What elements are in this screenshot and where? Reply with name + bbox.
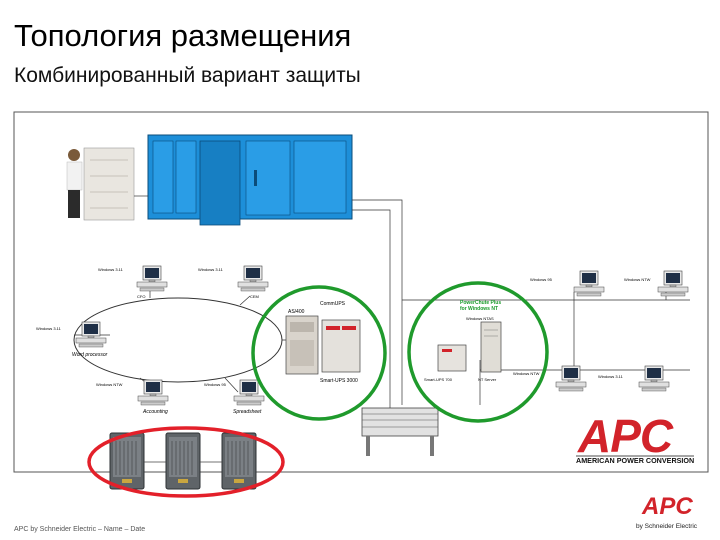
nt-server <box>480 321 502 373</box>
slide-subtitle: Комбинированный вариант защиты <box>14 64 361 87</box>
workstation-role-label: CFO <box>137 294 145 299</box>
apc-logo-main: APC AMERICAN POWER CONVERSION <box>576 410 694 465</box>
workstation-os-label: Windows 3.11 <box>98 267 124 272</box>
workstation-os-label: Windows 95 <box>204 382 227 387</box>
commups-label: CommUPS <box>320 301 346 307</box>
workstation-role-label: Spreadsheet <box>233 409 262 415</box>
workstation-os-label: Windows 3.11 <box>598 374 624 379</box>
workstation-windows-311-bottom: Windows 3.11 <box>598 365 670 392</box>
printer-operator-image <box>66 147 135 221</box>
network-rack <box>361 407 439 456</box>
workstation-os-label: Windows 3.11 <box>36 326 62 331</box>
workstation-role-label: Accounting <box>142 409 168 415</box>
workstation-role-label: CEM <box>250 294 259 299</box>
workstation-spreadsheet: Windows 95 Spreadsheet <box>204 379 265 415</box>
workstation-cfo: Windows 3.11 CFO <box>98 265 168 299</box>
workstation-os-label: Windows NTW <box>513 371 540 376</box>
workstation-windows-95-right: Windows 95 <box>530 270 605 297</box>
highlight-circle-left <box>251 285 387 421</box>
workstation-windows-ntw-top-right: Windows NTW <box>624 270 689 297</box>
workstation-os-label: Windows NTW <box>96 382 123 387</box>
corner-logo-text: APC <box>641 493 693 520</box>
workstation-accounting: Windows NTW Accounting <box>96 379 169 415</box>
highlight-ellipse-red <box>87 426 285 498</box>
nt-server-label: NT Server <box>478 377 497 382</box>
workstation-role-label: Word processor <box>72 352 108 358</box>
corner-logo-tagline: by Schneider Electric <box>636 523 698 530</box>
slide-footer: APC by Schneider Electric – Name – Date <box>14 526 146 533</box>
powerchute-label-2: for Windows NT <box>460 306 498 312</box>
smart-ups-3000-label: Smart-UPS 3000 <box>320 378 358 384</box>
apc-schneider-corner-logo: APC by Schneider Electric <box>636 493 698 530</box>
central-ups-towers <box>109 432 257 490</box>
apc-logo-tagline: AMERICAN POWER CONVERSION <box>576 456 694 465</box>
as400-label: AS/400 <box>288 309 305 315</box>
highlight-circle-right <box>407 281 549 423</box>
apc-logo-text: APC <box>577 410 674 462</box>
smart-ups-700 <box>437 344 467 372</box>
nt-server-cluster: PowerChute Plus for Windows NT Windows N… <box>424 300 502 382</box>
workstation-os-label: Windows NTW <box>624 277 651 282</box>
windows-ntas-label: Windows NTAS <box>466 316 494 321</box>
powerchute-label-1: PowerChute Plus <box>460 300 501 306</box>
workstation-windows-ntw-bottom: Windows NTW <box>513 365 587 392</box>
mainframe-computer <box>147 134 353 226</box>
workstation-os-label: Windows 3.11 <box>198 267 224 272</box>
workstation-os-label: Windows 95 <box>530 277 553 282</box>
as400-cluster: CommUPS AS/400 Smart-UPS 3000 <box>285 301 361 384</box>
slide-title: Топология размещения <box>14 18 352 53</box>
workstation-cem: Windows 3.11 CEM <box>198 265 269 299</box>
workstation-word-processor: Windows 3.11 Word processor <box>36 321 108 358</box>
smart-ups-700-label: Smart-UPS 700 <box>424 377 453 382</box>
